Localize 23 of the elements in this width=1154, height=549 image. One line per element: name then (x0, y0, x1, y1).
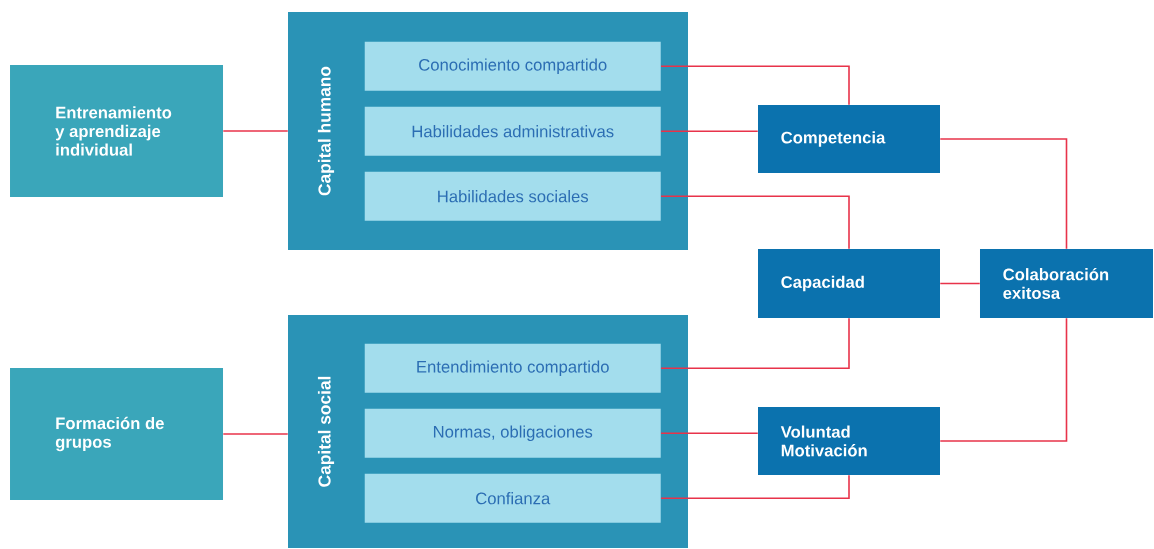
connector-line (939, 317, 1068, 442)
item-box: Habilidades sociales (364, 171, 661, 221)
result-box: Capacidad (758, 249, 940, 318)
result-box: Competencia (758, 105, 940, 173)
connector-line (939, 282, 981, 285)
connector-line (660, 195, 850, 250)
connector-line (660, 130, 759, 133)
result-box: Voluntad Motivación (758, 407, 940, 475)
item-box: Entendimiento compartido (364, 343, 661, 393)
connector-line (660, 432, 759, 435)
connector-line (222, 130, 289, 132)
connector-line (222, 433, 289, 435)
source-box: Entrenamiento y aprendizaje individual (10, 65, 223, 197)
item-box: Normas, obligaciones (364, 408, 661, 458)
connector-line (660, 317, 850, 370)
item-box: Confianza (364, 473, 661, 523)
connector-line (660, 474, 850, 500)
item-box: Conocimiento compartido (364, 41, 661, 91)
connector-line (939, 138, 1068, 250)
source-box: Formación de grupos (10, 368, 223, 500)
result-box: Colaboración exitosa (980, 249, 1153, 318)
connector-line (660, 65, 850, 106)
item-box: Habilidades administrativas (364, 106, 661, 156)
